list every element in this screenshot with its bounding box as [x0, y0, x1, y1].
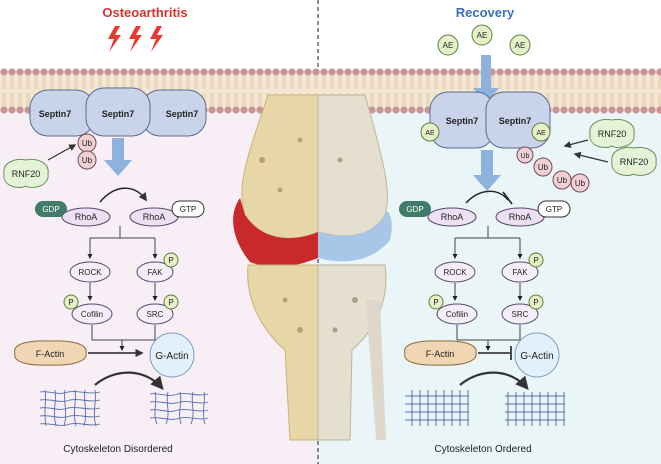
- rnf20-right: RNF20 RNF20: [589, 119, 657, 176]
- lightning-icon: [150, 26, 163, 52]
- right-title: Recovery: [456, 5, 515, 20]
- ae-label: AE: [443, 41, 454, 50]
- ub-label: Ub: [82, 139, 93, 148]
- rnf20-label: RNF20: [620, 157, 649, 167]
- gdp-label: GDP: [42, 205, 59, 214]
- rhoa-label: RhoA: [509, 212, 532, 222]
- gtp-label: GTP: [546, 205, 562, 214]
- septin7-label: Septin7: [102, 109, 135, 119]
- rnf20-left: RNF20: [3, 159, 49, 188]
- septin7-label: Septin7: [499, 116, 532, 126]
- ae-molecules-top: AE AE AE: [437, 24, 531, 56]
- f-actin-label: F-Actin: [36, 349, 65, 359]
- ae-label: AE: [425, 130, 435, 137]
- src-label: SRC: [147, 310, 164, 319]
- septin-down-arrow-right: [473, 150, 501, 191]
- septin-down-arrow-left: [104, 138, 132, 176]
- src-label: SRC: [512, 310, 529, 319]
- curved-arrow-right: [459, 371, 529, 391]
- rhoa-label: RhoA: [441, 212, 464, 222]
- fak-label: FAK: [147, 268, 163, 277]
- left-caption: Cytoskeleton Disordered: [63, 444, 173, 455]
- rnf20-label: RNF20: [12, 169, 41, 179]
- rhoa-label: RhoA: [143, 212, 166, 222]
- ub-label: Ub: [82, 156, 93, 165]
- cofilin-label: Cofilin: [81, 310, 103, 319]
- phospho-label: P: [68, 298, 73, 307]
- septin7-label: Septin7: [39, 109, 72, 119]
- septin7-complex-left: Septin7 Septin7 Septin7: [29, 87, 207, 137]
- septin7-label: Septin7: [166, 109, 199, 119]
- ae-label: AE: [515, 41, 526, 50]
- cofilin-label: Cofilin: [446, 310, 468, 319]
- phospho-label: P: [533, 256, 538, 265]
- ub-label: Ub: [575, 179, 586, 188]
- rock-label: ROCK: [443, 268, 467, 277]
- right-caption: Cytoskeleton Ordered: [434, 444, 531, 455]
- actin-left: F-Actin G-Actin: [14, 332, 195, 378]
- ub-label: Ub: [557, 176, 568, 185]
- lightning-icons: [108, 26, 163, 52]
- fak-label: FAK: [512, 268, 528, 277]
- rock-fak-left: ROCK FAK P: [69, 252, 179, 283]
- actin-right: F-Actin G-Actin: [404, 332, 560, 378]
- disordered-mesh-left: [39, 389, 209, 427]
- left-title: Osteoarthritis: [102, 5, 187, 20]
- phospho-label: P: [533, 298, 538, 307]
- f-actin-label: F-Actin: [426, 349, 455, 359]
- phospho-label: P: [168, 256, 173, 265]
- ub-label: Ub: [538, 163, 549, 172]
- septin7-complex-right: Septin7 Septin7 AE AE: [420, 91, 551, 149]
- g-actin-label: G-Actin: [520, 351, 553, 362]
- septin7-label: Septin7: [446, 116, 479, 126]
- ub-label: Ub: [521, 153, 530, 160]
- ordered-mesh-right: [405, 390, 565, 426]
- ae-label: AE: [477, 31, 488, 40]
- rhoa-cycle-left: GDP RhoA RhoA GTP: [35, 187, 205, 227]
- ubiquitin-left: Ub Ub: [77, 133, 97, 170]
- gtp-label: GTP: [180, 205, 196, 214]
- phospho-label: P: [168, 298, 173, 307]
- cofilin-src-right: Cofilin P SRC P: [428, 294, 544, 325]
- gdp-label: GDP: [406, 205, 423, 214]
- rock-label: ROCK: [78, 268, 102, 277]
- rnf20-label: RNF20: [598, 129, 627, 139]
- rhoa-cycle-right: GDP RhoA RhoA GTP: [399, 190, 571, 227]
- ae-entry-arrow: [473, 55, 499, 104]
- knee-joint-illustration: [233, 94, 392, 441]
- phospho-label: P: [433, 298, 438, 307]
- ubiquitin-chain-right: Ub Ub Ub Ub: [516, 146, 590, 193]
- rock-fak-right: ROCK FAK P: [434, 252, 544, 283]
- ae-label: AE: [536, 130, 546, 137]
- g-actin-label: G-Actin: [155, 351, 188, 362]
- cofilin-src-left: Cofilin P SRC P: [63, 294, 179, 325]
- lightning-icon: [129, 26, 142, 52]
- curved-arrow-left: [94, 371, 164, 391]
- lightning-icon: [108, 26, 121, 52]
- rhoa-label: RhoA: [75, 212, 98, 222]
